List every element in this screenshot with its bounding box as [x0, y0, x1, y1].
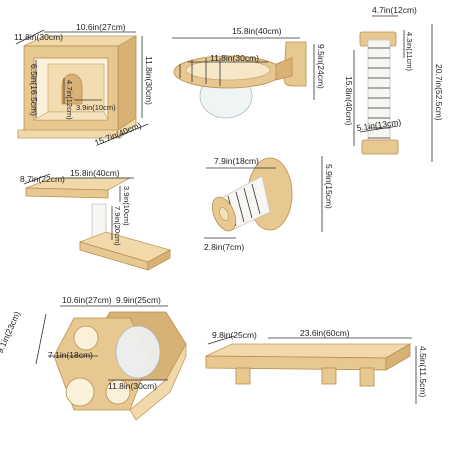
dim-label: 7.9in(20cm) — [113, 206, 122, 246]
dim-label: 11.8in(30cm) — [14, 32, 63, 42]
dim-label: 9.5in(24cm) — [316, 44, 326, 89]
dim-label: 4.5in(11.5cm) — [418, 346, 428, 398]
dim-label: 15.8in(40cm) — [232, 26, 282, 36]
post-bottom-bracket — [361, 139, 399, 155]
dim-label: 11.8in(30cm) — [144, 56, 154, 105]
bed-rail-bars — [179, 58, 221, 86]
shelf-front-edge — [205, 355, 387, 371]
dim-label: 11.8in(30cm) — [108, 381, 157, 391]
wall-bed: 15.8in(40cm) 11.8in(30cm) 9.5in(24cm) — [172, 26, 326, 119]
dim-label: 15.8in(40cm) — [70, 168, 120, 178]
dim-label: 4.7in(12cm) — [65, 80, 74, 120]
dim-label: 2.8in(7cm) — [204, 242, 244, 252]
wall-shelf: 9.8in(25cm) 23.6in(60cm) 4.5in(11.5cm) — [205, 328, 428, 404]
hex-acrylic-bubble — [115, 325, 161, 379]
step-platforms: 8.7in(22cm) 15.8in(40cm) 3.9in(10cm) 7.9… — [20, 168, 172, 271]
cube-house: 11.8in(30cm) 10.6in(27cm) 11.8in(30cm) 6… — [14, 22, 154, 148]
hex-top-hole — [73, 325, 99, 351]
dim-label: 11.8in(30cm) — [210, 53, 259, 63]
dim-label: 4.7in(12cm) — [372, 5, 417, 15]
dim-label: 10.6in(27cm) — [76, 22, 126, 32]
shelf-top-surface — [205, 343, 412, 359]
cube-base — [17, 117, 137, 139]
shelf-bracket-left — [235, 367, 251, 385]
post-sisal-texture — [368, 47, 390, 139]
shelf-bracket-right — [321, 367, 337, 385]
dim-label: 4.3in(11cm) — [405, 32, 414, 72]
dim-label: 10.6in(27cm) — [62, 295, 112, 305]
bed-arm — [275, 57, 293, 81]
roll-end-center — [219, 207, 229, 221]
scratching-post: 4.7in(12cm) 4.3in(11cm) 15.8in(40cm) 20.… — [344, 5, 444, 162]
dim-label: 6.5in(16.5cm) — [29, 64, 39, 116]
dim-label: 8.7in(22cm) — [20, 174, 65, 184]
dim-label: 3.9in(10cm) — [122, 186, 131, 226]
bed-ring-inner — [185, 59, 271, 81]
dim-line — [359, 125, 399, 133]
dim-label: 9.1in(23cm) — [0, 310, 22, 355]
dim-label: 15.8in(40cm) — [344, 76, 354, 126]
scratching-roll: 7.9in(18cm) 5.9in(15cm) 2.8in(7cm) — [204, 156, 334, 252]
shelf-side-edge — [385, 343, 411, 371]
dim-label: 20.7in(52.5cm) — [434, 64, 444, 121]
dim-label: 5.9in(15cm) — [324, 164, 334, 209]
post-sisal-column — [367, 39, 391, 153]
dim-label: 3.9in(10cm) — [76, 103, 116, 112]
dim-label: 9.9in(25cm) — [116, 295, 161, 305]
cube-inner-floor — [32, 111, 109, 121]
dim-line — [99, 123, 149, 145]
dim-label: 23.6in(60cm) — [300, 328, 350, 338]
hex-bottom-left-hole — [65, 377, 95, 407]
shelf-bracket-end — [359, 367, 375, 387]
hexagon-house: 10.6in(27cm) 9.9in(25cm) 9.1in(23cm) 7.1… — [0, 295, 187, 421]
dim-line — [35, 313, 47, 365]
cube-cat-hole — [61, 73, 83, 105]
dim-label: 9.8in(25cm) — [212, 330, 257, 340]
cube-side-face — [117, 35, 137, 131]
step-bottom-board-side — [147, 249, 171, 271]
dim-label: 7.1in(18cm) — [48, 350, 93, 360]
dim-label: 7.9in(18cm) — [214, 156, 259, 166]
dim-line — [207, 335, 235, 345]
dim-line — [23, 173, 51, 185]
step-top-board-front — [25, 187, 109, 199]
dim-line — [15, 29, 45, 45]
